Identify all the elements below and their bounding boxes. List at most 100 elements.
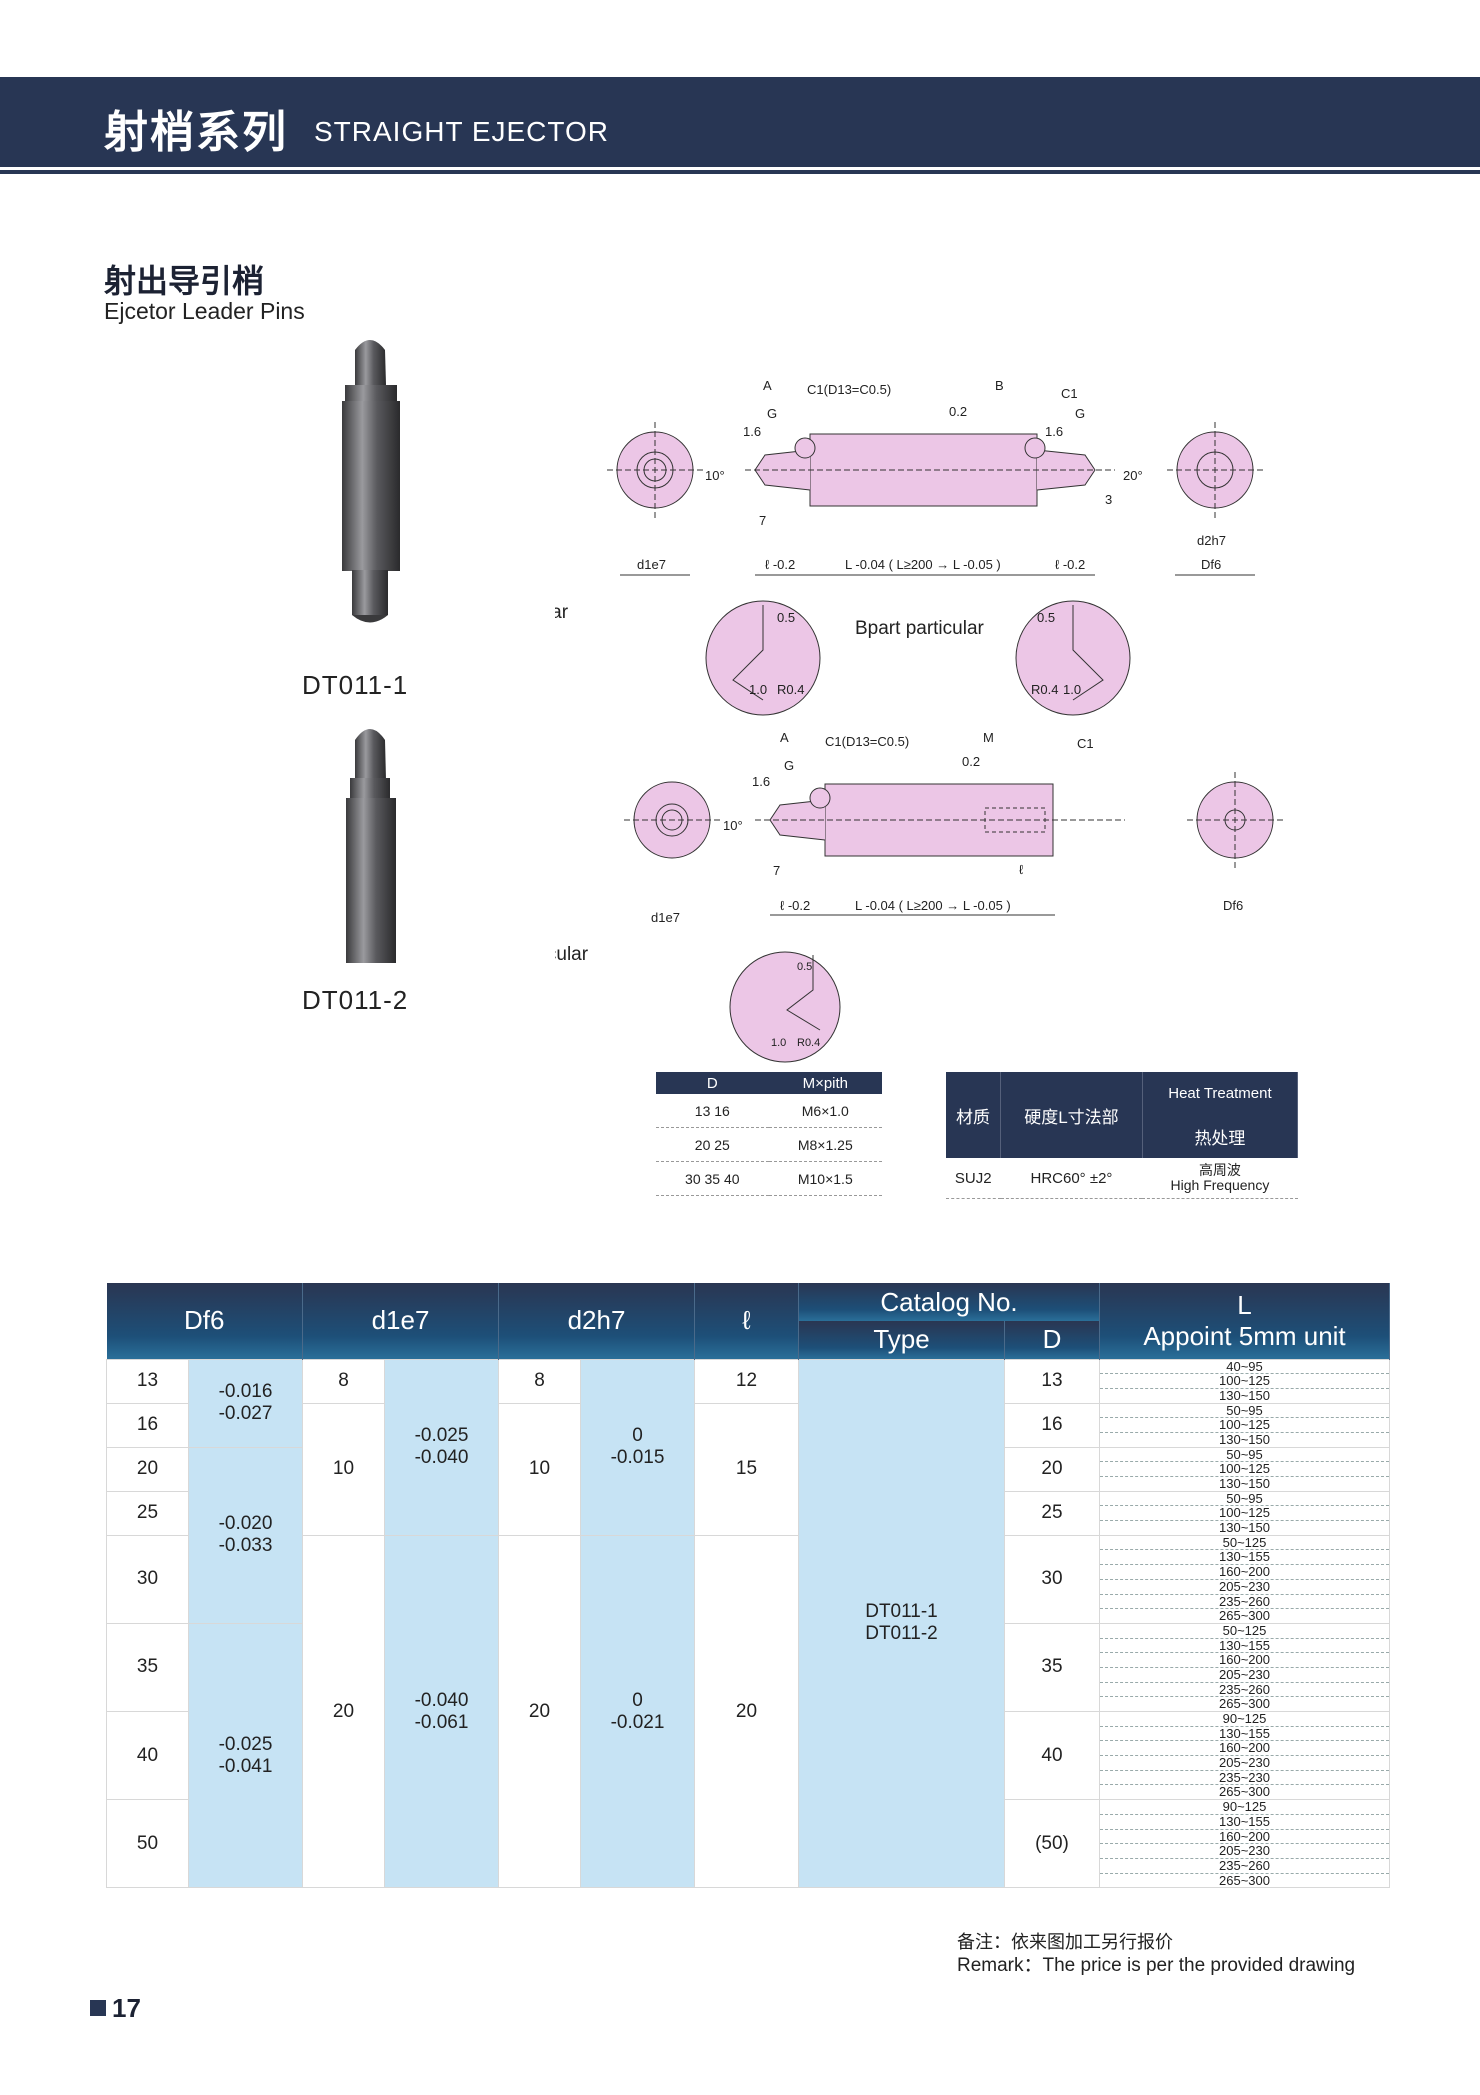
thread-m: M6×1.0 (768, 1094, 882, 1128)
spec-table: Df6 d1e7 d2h7 ℓ Catalog No. L Appoint 5m… (106, 1283, 1390, 1889)
label-gb: G (1075, 406, 1085, 421)
label-df6: Df6 (1201, 557, 1221, 572)
label-7: 7 (759, 513, 766, 528)
title-en: STRAIGHT EJECTOR (314, 116, 610, 147)
mat-header-hardness: 硬度L寸法部 (1000, 1072, 1143, 1158)
label-a-part: A part particular (555, 602, 569, 623)
label-16-2: 1.6 (752, 774, 770, 789)
page-marker (90, 2000, 106, 2016)
df6-value: 13 (106, 1358, 189, 1404)
table-row: 13 -0.016 -0.027 8 -0.025 -0.040 8 0 -0.… (106, 1358, 1390, 1889)
mat-heat-en: High Frequency (1170, 1177, 1270, 1193)
label-b-part: Bpart particular (855, 618, 985, 639)
header-d2h7: d2h7 (498, 1283, 695, 1359)
d1e7-value: 10 (302, 1402, 385, 1536)
d1e7-tol: -0.025 -0.040 (384, 1358, 499, 1536)
mat-header-heat-cn: 热处理 (1142, 1114, 1299, 1158)
label-20deg: 20° (1123, 468, 1143, 483)
label-d2h7: d2h7 (1197, 533, 1226, 548)
d-value: 35 (1004, 1622, 1100, 1713)
header-df6: Df6 (106, 1283, 303, 1359)
technical-drawings: A C1(D13=C0.5) B C1 0.2 1.6 G 1.6 G 10° … (555, 378, 1283, 1063)
header-band (0, 77, 1480, 167)
df6-value: 20 (106, 1446, 189, 1492)
d-value: (50) (1004, 1799, 1100, 1889)
label-b: B (995, 378, 1004, 393)
label-c1-d13: C1(D13=C0.5) (807, 382, 891, 397)
df6-tol: -0.016 -0.027 (188, 1358, 303, 1448)
ell-value: 12 (694, 1358, 799, 1404)
mat-heat-cn: 高周波 (1198, 1162, 1241, 1178)
label-10b: 1.0 (1063, 682, 1081, 697)
label-r04-2: R0.4 (797, 1037, 820, 1049)
thread-table: D M×pith 13 16 M6×1.0 20 25 M8×1.25 30 3… (656, 1072, 882, 1196)
label-10-2: 1.0 (771, 1037, 786, 1049)
mat-header-heat-en: Heat Treatment (1142, 1072, 1299, 1114)
header-l-title: L (1237, 1289, 1252, 1320)
df6-value: 35 (106, 1622, 189, 1713)
d2h7-tol: 0 -0.021 (580, 1534, 695, 1889)
remark-en: Remark：The price is per the provided dra… (957, 1955, 1356, 1976)
thread-header-m: M×pith (768, 1072, 882, 1094)
remark-cn: 备注：依来图加工另行报价 (957, 1932, 1173, 1952)
d1e7-value: 8 (302, 1358, 385, 1404)
df6-value: 50 (106, 1799, 189, 1889)
label-l-tol-2: ℓ -0.2 (780, 898, 810, 913)
df6-tol: -0.020 -0.033 (188, 1446, 303, 1624)
mat-hardness: HRC60° ±2° (1000, 1158, 1143, 1199)
label-g-2: G (784, 758, 794, 773)
label-c1-d13-2: C1(D13=C0.5) (825, 734, 909, 749)
label-05-2: 0.5 (797, 961, 812, 973)
label-7-2: 7 (773, 863, 780, 878)
d1e7-value: 20 (302, 1534, 385, 1889)
label-l-tol-b: ℓ -0.2 (1055, 557, 1085, 572)
d2h7-value: 20 (498, 1534, 581, 1889)
header-catalog: Catalog No. (798, 1283, 1100, 1321)
ell-value: 20 (694, 1534, 799, 1889)
label-m: M (983, 730, 994, 745)
mat-heat: 高周波 High Frequency (1142, 1158, 1298, 1199)
d2h7-value: 10 (498, 1402, 581, 1536)
label-g: G (767, 406, 777, 421)
d2h7-value: 8 (498, 1358, 581, 1404)
material-table: 材质 硬度L寸法部 Heat Treatment 热处理 SUJ2 HRC60°… (946, 1072, 1299, 1199)
header-d: D (1004, 1321, 1100, 1359)
material-row: SUJ2 HRC60° ±2° 高周波 High Frequency (946, 1158, 1298, 1199)
header-type: Type (798, 1321, 1005, 1359)
type-value: DT011-1 DT011-2 (798, 1358, 1005, 1889)
thread-d: 20 25 (656, 1127, 769, 1162)
df6-value: 25 (106, 1490, 189, 1536)
model-label-2: DT011-2 (302, 985, 409, 1015)
label-16b: 1.6 (1045, 424, 1063, 439)
thread-header-d: D (656, 1072, 769, 1094)
label-d1e7-2: d1e7 (651, 910, 680, 925)
thread-row: 20 25 M8×1.25 (656, 1127, 882, 1162)
df6-value: 16 (106, 1402, 189, 1448)
thread-d: 30 35 40 (656, 1161, 769, 1196)
label-16: 1.6 (743, 424, 761, 439)
thread-m: M10×1.5 (768, 1161, 882, 1196)
df6-value: 40 (106, 1710, 189, 1801)
label-a-part-2: A part particular (555, 944, 589, 965)
df6-value: 30 (106, 1534, 189, 1624)
label-10deg: 10° (705, 468, 725, 483)
label-a: A (763, 378, 772, 393)
header-l: L Appoint 5mm unit (1099, 1283, 1390, 1359)
d-value: 20 (1004, 1446, 1100, 1492)
label-c1-2: C1 (1077, 736, 1094, 751)
d-value: 40 (1004, 1710, 1100, 1801)
label-d1e7: d1e7 (637, 557, 666, 572)
header-l-sub: Appoint 5mm unit (1143, 1320, 1346, 1351)
